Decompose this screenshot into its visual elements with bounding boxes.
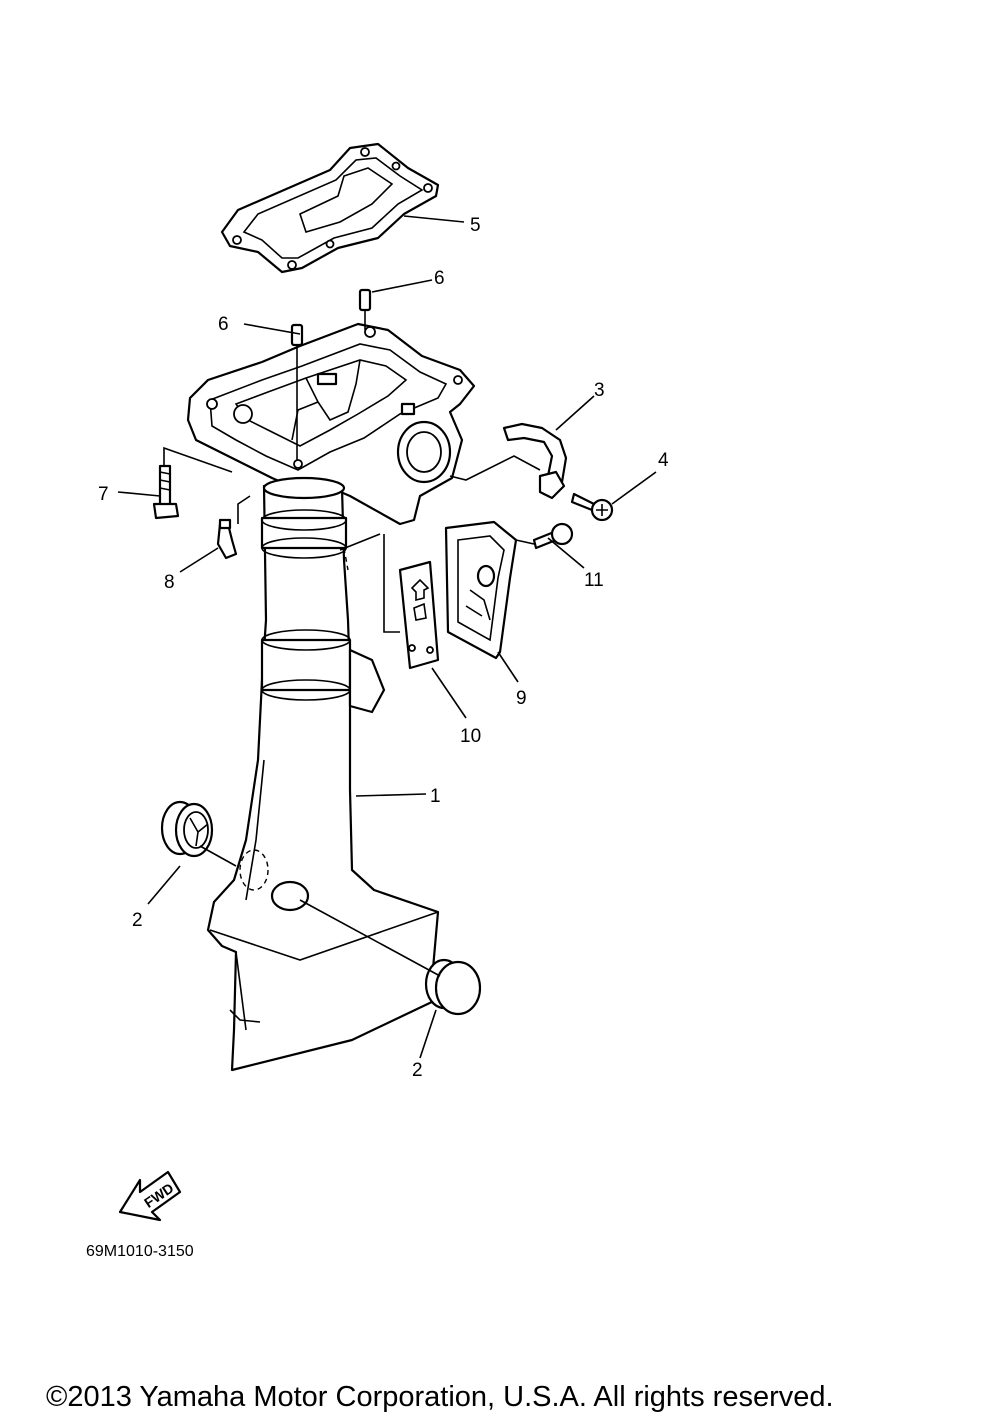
callout-11: 11 — [584, 570, 604, 591]
plug-part-2-left — [160, 800, 214, 858]
bolt-part-7 — [152, 464, 180, 520]
diagram-code: 69M1010-3150 — [86, 1243, 194, 1260]
upper-casing-bracket — [186, 322, 476, 526]
callout-9: 9 — [516, 688, 527, 709]
callout-2-left: 2 — [132, 910, 143, 931]
callout-1: 1 — [430, 786, 441, 807]
copyright-notice: ©2013 Yamaha Motor Corporation, U.S.A. A… — [46, 1381, 834, 1413]
callout-7: 7 — [98, 484, 109, 505]
gasket-part-5 — [220, 142, 440, 274]
leader-lines — [117, 215, 657, 1059]
callout-2-right: 2 — [412, 1060, 423, 1081]
callout-10: 10 — [460, 726, 481, 747]
callout-8: 8 — [164, 572, 175, 593]
drive-shaft-housing-part-1 — [206, 476, 440, 1072]
callout-labels: 1 2 2 3 4 5 6 6 7 8 9 10 11 — [98, 215, 669, 1081]
screw-part-4 — [570, 492, 614, 522]
callout-6-right: 6 — [434, 268, 445, 289]
plate-part-10 — [398, 560, 440, 670]
callout-5: 5 — [470, 215, 481, 236]
screw-part-11 — [532, 522, 574, 550]
callout-6-left: 6 — [218, 314, 229, 335]
fitting-part-8 — [216, 518, 238, 560]
cover-part-9 — [444, 520, 518, 660]
callout-4: 4 — [658, 450, 669, 471]
callout-3: 3 — [594, 380, 605, 401]
clip-part-3 — [502, 422, 568, 500]
dowel-pin-part-6 — [290, 288, 372, 347]
plug-part-2-right — [424, 958, 482, 1016]
fwd-arrow-icon: FWD — [118, 1170, 182, 1222]
